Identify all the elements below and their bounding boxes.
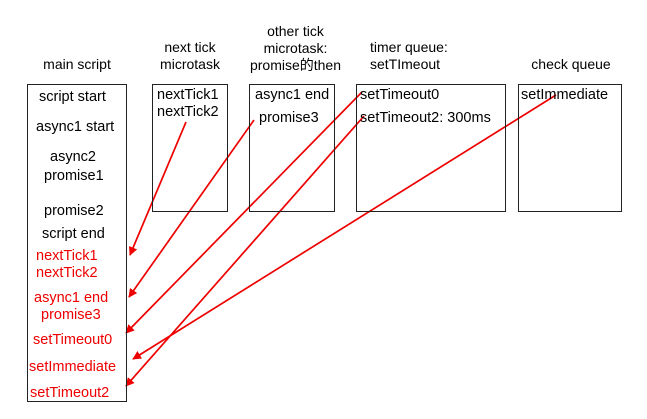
timer-queue-item-settimeout0: setTimeout0 — [360, 87, 440, 103]
check-queue-item-setimmediate: setImmediate — [521, 87, 609, 103]
column-title-line: microtask: — [263, 40, 328, 56]
queue-box-next-tick-microtask — [152, 84, 228, 212]
column-title-next-tick-microtask: next tick microtask — [150, 39, 230, 73]
column-title-line: microtask — [160, 56, 220, 72]
column-title-line: main script — [43, 56, 111, 72]
column-title-line: setTImeout — [370, 56, 441, 72]
queue-box-timer-queue — [356, 84, 506, 212]
main-script-item-nexttick1: nextTick1 — [36, 248, 98, 264]
column-title-line: timer queue: — [370, 39, 448, 55]
timer-queue-item-settimeout2: setTimeout2: 300ms — [360, 110, 491, 126]
column-title-line: next tick — [164, 39, 216, 55]
column-title-check-queue: check queue — [516, 56, 626, 73]
main-script-item-setimmediate: setImmediate — [29, 359, 117, 375]
other-tick-item-async1-end: async1 end — [255, 87, 330, 103]
column-title-line: check queue — [531, 56, 611, 72]
main-script-item-promise3: promise3 — [41, 307, 101, 323]
main-script-item-promise1: promise1 — [44, 168, 104, 184]
main-script-item-settimeout2: setTimeout2 — [30, 385, 110, 401]
main-script-item-async2: async2 — [50, 149, 96, 165]
column-title-line: other tick — [267, 23, 324, 39]
other-tick-item-promise3: promise3 — [259, 110, 319, 126]
main-script-item-async1-start: async1 start — [36, 119, 115, 135]
column-title-other-tick-microtask: other tick microtask: promise的then — [243, 23, 348, 74]
next-tick-item-nexttick1: nextTick1 — [157, 87, 219, 103]
column-title-timer-queue: timer queue: setTImeout — [370, 39, 495, 73]
column-title-main-script: main script — [17, 56, 137, 73]
column-title-line: promise的then — [249, 57, 342, 73]
main-script-item-async1-end: async1 end — [34, 290, 109, 306]
main-script-item-settimeout0: setTimeout0 — [33, 332, 113, 348]
queue-box-main-script — [27, 84, 127, 402]
queue-box-check-queue — [518, 84, 622, 212]
main-script-item-nexttick2: nextTick2 — [36, 265, 98, 281]
main-script-item-script-start: script start — [39, 89, 106, 105]
queue-box-other-tick-microtask — [249, 84, 335, 212]
next-tick-item-nexttick2: nextTick2 — [157, 104, 219, 120]
main-script-item-promise2: promise2 — [44, 203, 104, 219]
main-script-item-script-end: script end — [42, 226, 105, 242]
